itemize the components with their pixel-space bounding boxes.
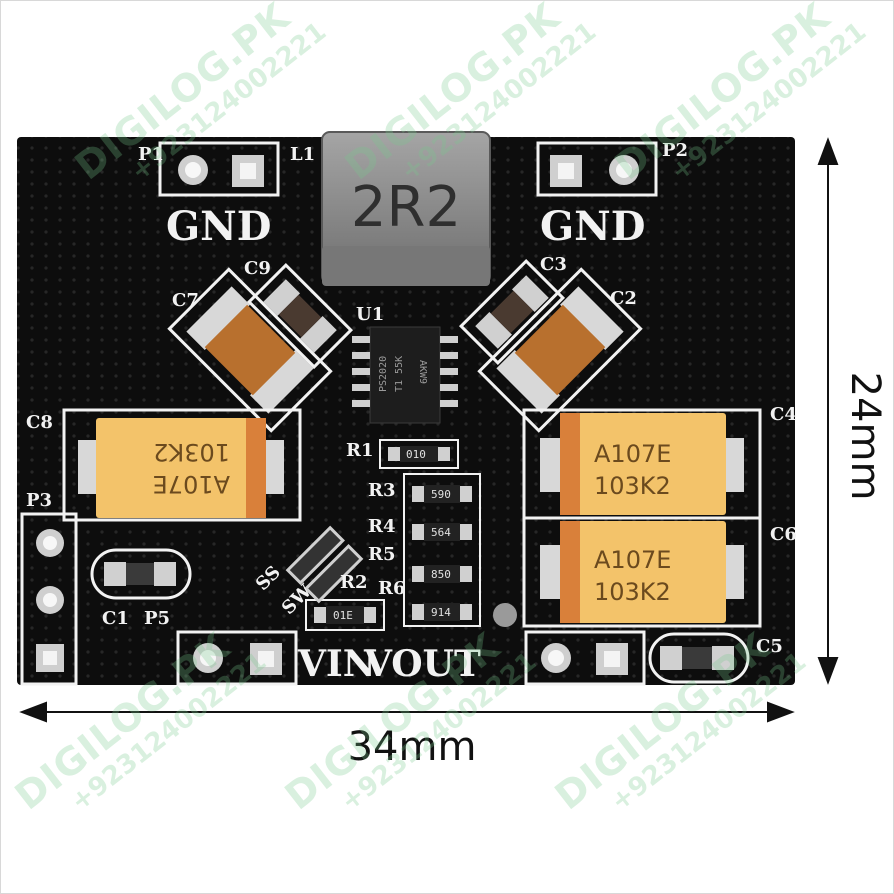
r7-marking: 914 <box>431 606 451 619</box>
label-c6: C6 <box>770 524 797 545</box>
tantalum-left-line1: 103K2 <box>153 438 230 466</box>
label-r3: R3 <box>368 480 395 501</box>
width-dimension-arrow <box>19 701 795 723</box>
label-r6: R6 <box>378 578 405 599</box>
label-c7: C7 <box>172 290 199 311</box>
label-c2: C2 <box>610 288 637 309</box>
tantalum-rt-line1: A107E <box>594 440 671 468</box>
ic-u1 <box>352 326 458 424</box>
label-c4: C4 <box>770 404 797 425</box>
r6-marking: 01E <box>333 609 353 622</box>
ic-marking-3: AKW9 <box>417 360 428 384</box>
label-p3: P3 <box>26 490 52 511</box>
tantalum-left <box>62 408 302 522</box>
label-p5: P5 <box>144 608 170 629</box>
tantalum-left-line2: A107E <box>153 470 230 498</box>
capacitor-c1 <box>90 548 192 600</box>
tantalum-rb-line1: A107E <box>594 546 671 574</box>
label-p2: P2 <box>662 140 688 161</box>
r5-marking: 850 <box>431 568 451 581</box>
label-gnd-right: GND <box>540 203 645 250</box>
height-dimension-arrow <box>817 137 839 685</box>
label-c9: C9 <box>244 258 271 279</box>
r3-marking: 590 <box>431 488 451 501</box>
header-p1 <box>158 141 280 197</box>
label-c3: C3 <box>540 254 567 275</box>
label-c5: C5 <box>756 636 783 657</box>
label-l1: L1 <box>290 144 315 165</box>
capacitor-c7 <box>167 267 333 433</box>
resistor-r6 <box>305 599 385 631</box>
header-p2 <box>536 141 658 197</box>
ic-marking-1: PS2020 <box>378 356 389 392</box>
header-vin <box>176 630 298 686</box>
label-r4: R4 <box>368 516 395 537</box>
tantalum-right-bottom <box>522 516 762 628</box>
inductor-l1 <box>321 131 491 286</box>
inductor-marking: 2R2 <box>351 175 461 240</box>
r4-marking: 564 <box>431 526 451 539</box>
label-vin: VIN <box>297 643 376 685</box>
ic-marking-2: T1 55K <box>394 356 405 392</box>
label-c8: C8 <box>26 412 53 433</box>
label-r1: R1 <box>346 440 373 461</box>
label-r5: R5 <box>368 544 395 565</box>
height-label: 24mm <box>842 372 888 501</box>
resistor-array <box>379 439 517 627</box>
label-r2: R2 <box>340 572 367 593</box>
label-u1: U1 <box>356 304 384 325</box>
diagonal-resistors <box>285 525 364 604</box>
tantalum-rb-line2: 103K2 <box>594 578 671 606</box>
width-label: 34mm <box>348 724 477 770</box>
capacitor-c5 <box>648 632 750 684</box>
tantalum-rt-line2: 103K2 <box>594 472 671 500</box>
header-vout <box>524 630 646 686</box>
label-p1: P1 <box>138 144 164 165</box>
capacitor-c2 <box>477 267 643 433</box>
tantalum-right-top <box>522 408 762 520</box>
capacitor-c3 <box>458 258 566 366</box>
label-c1: C1 <box>102 608 129 629</box>
r1-marking: 010 <box>406 448 426 461</box>
header-p3 <box>20 512 78 686</box>
label-gnd-left: GND <box>166 203 271 250</box>
label-vout: VOUT <box>363 643 481 685</box>
capacitor-c6 <box>246 262 354 370</box>
